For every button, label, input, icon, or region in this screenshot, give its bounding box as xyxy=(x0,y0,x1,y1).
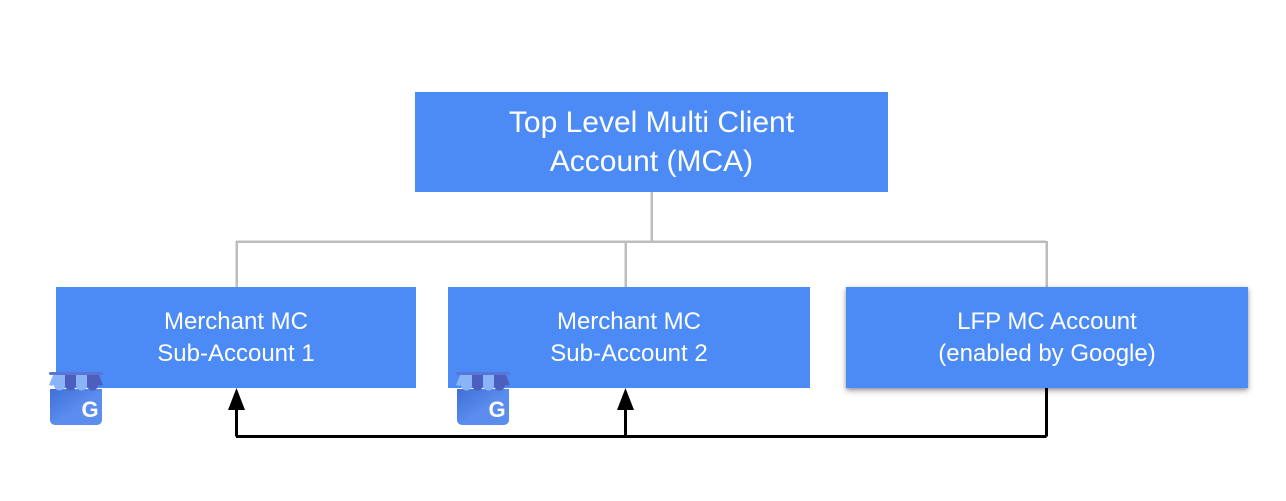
arrowhead-into-sub2 xyxy=(617,388,634,410)
merchant-mc-sub-account-1-label: Merchant MC Sub-Account 1 xyxy=(157,308,315,367)
arrowhead-into-sub1 xyxy=(228,388,245,410)
merchant-mc-sub-account-2-label: Merchant MC Sub-Account 2 xyxy=(550,308,708,367)
google-business-profile-storefront-icon: G xyxy=(49,372,103,425)
storefront-g-letter: G xyxy=(81,397,98,422)
merchant-mc-sub-account-2-node[interactable]: Merchant MC Sub-Account 2 xyxy=(448,287,810,388)
lfp-mc-account-node[interactable]: LFP MC Account (enabled by Google) xyxy=(846,287,1248,388)
top-level-mca-label: Top Level Multi Client Account (MCA) xyxy=(508,106,795,178)
lfp-mc-account-label: LFP MC Account (enabled by Google) xyxy=(938,308,1156,367)
storefront-g-letter: G xyxy=(488,397,505,422)
merchant-mc-sub-account-1-node[interactable]: Merchant MC Sub-Account 1 xyxy=(56,287,416,388)
google-business-profile-storefront-icon: G xyxy=(456,372,510,425)
top-level-mca-node[interactable]: Top Level Multi Client Account (MCA) xyxy=(415,92,888,192)
